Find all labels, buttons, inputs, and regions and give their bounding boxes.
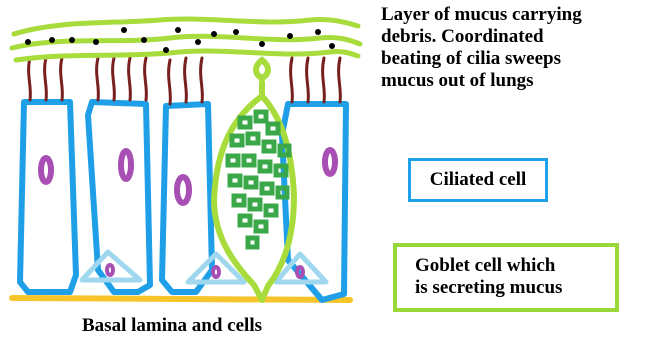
basal-caption: Basal lamina and cells [82, 315, 262, 337]
basal-lamina [12, 298, 350, 300]
nucleus-3 [177, 177, 189, 203]
cilia [29, 58, 341, 104]
goblet-cell-legend: Goblet cell which is secreting mucus [393, 243, 619, 312]
nucleus-2 [121, 151, 131, 179]
mucin-granules [228, 112, 289, 247]
ciliated-cell-label: Ciliated cell [430, 169, 527, 191]
nucleus-4 [325, 150, 335, 174]
goblet-secretion [256, 60, 268, 96]
goblet-cell-label: Goblet cell which is secreting mucus [415, 255, 615, 299]
ciliated-cell-1 [20, 102, 76, 292]
mucus-layer [12, 19, 360, 60]
nucleus-5 [107, 265, 113, 275]
nucleus-6 [213, 267, 219, 277]
nucleus-1 [41, 158, 51, 182]
mucus-caption: Layer of mucus carrying debris. Coordina… [381, 4, 643, 92]
ciliated-cell-legend: Ciliated cell [408, 158, 548, 202]
